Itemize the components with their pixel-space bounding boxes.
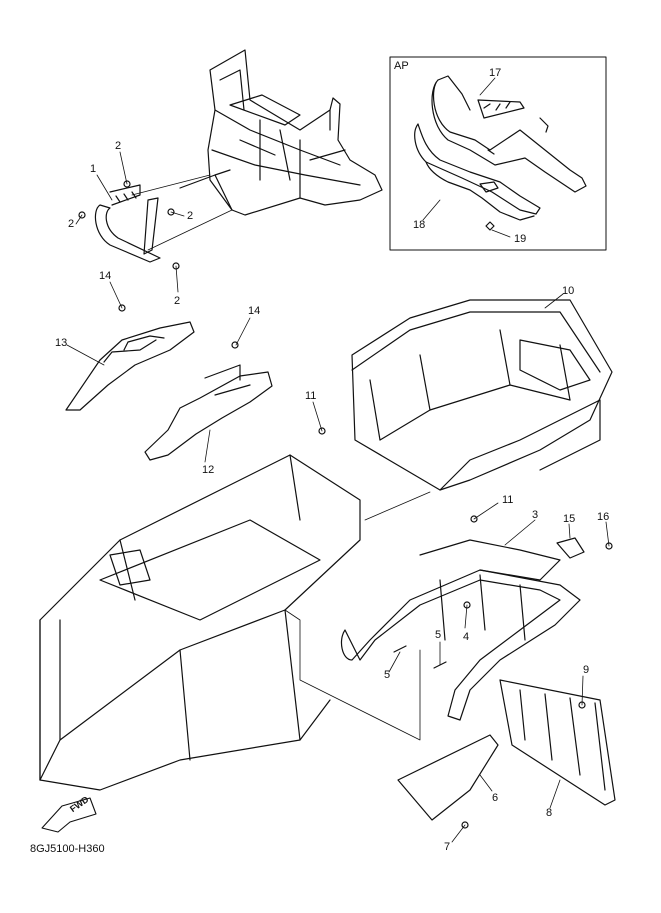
callout-2: 2	[187, 210, 194, 222]
fender-plate	[397, 734, 499, 829]
rear-carrier-cage	[351, 299, 613, 491]
fasteners-4-5	[393, 601, 471, 669]
inset-label-ap: AP	[394, 60, 409, 72]
footrest-guard-12	[144, 341, 273, 461]
mud-flap	[499, 679, 616, 806]
callout-14: 14	[99, 270, 112, 282]
callout-2: 2	[68, 218, 75, 230]
main-frame	[179, 49, 383, 216]
callout-10: 10	[562, 285, 575, 297]
inset-front-bumper	[431, 75, 587, 193]
rear-bumper	[340, 539, 581, 721]
callout-8: 8	[546, 807, 553, 819]
leader-lines	[66, 77, 610, 843]
bracket-15	[556, 537, 613, 559]
callout-4: 4	[463, 631, 470, 643]
callout-5: 5	[384, 669, 391, 681]
inset-skid-guard	[414, 123, 541, 231]
callout-2: 2	[115, 140, 122, 152]
callout-11: 11	[502, 494, 514, 506]
bolts-11	[318, 427, 478, 523]
callout-7: 7	[444, 841, 451, 853]
diagram-code: 8GJ5100-H360	[30, 843, 105, 855]
callout-16: 16	[597, 511, 610, 523]
callout-11: 11	[305, 390, 317, 402]
callout-18: 18	[413, 219, 426, 231]
callout-13: 13	[55, 337, 68, 349]
callout-19: 19	[514, 233, 527, 245]
callout-14: 14	[248, 305, 261, 317]
callout-12: 12	[202, 464, 215, 476]
callout-3: 3	[532, 509, 539, 521]
fwd-arrow-icon	[41, 797, 97, 833]
front-bumper-part	[94, 184, 161, 263]
callout-2: 2	[174, 295, 181, 307]
callout-17: 17	[489, 67, 502, 79]
callout-15: 15	[563, 513, 576, 525]
callout-1: 1	[90, 163, 97, 175]
vehicle-body	[39, 454, 361, 791]
callout-5: 5	[435, 629, 442, 641]
callout-6: 6	[492, 792, 499, 804]
bolts-2	[78, 180, 180, 270]
ap-inset-frame	[389, 56, 607, 251]
footrest-guard-13	[65, 304, 195, 411]
callout-9: 9	[583, 664, 590, 676]
